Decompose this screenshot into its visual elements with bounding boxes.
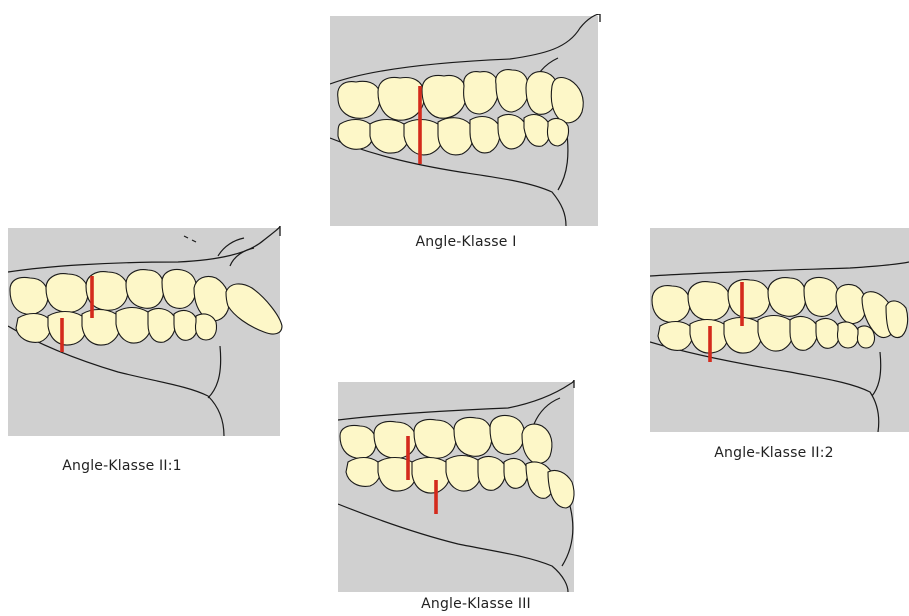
caption-class-2-1: Angle-Klasse II:1 [62, 458, 181, 474]
caption-class-3: Angle-Klasse III [421, 596, 531, 612]
class-1-illustration [330, 14, 602, 226]
caption-class-1: Angle-Klasse I [415, 234, 516, 250]
caption-class-2-2: Angle-Klasse II:2 [714, 445, 833, 461]
figure-class-2-2 [650, 226, 909, 432]
figure-class-3 [338, 380, 602, 592]
class-3-illustration [338, 380, 602, 592]
figure-class-1 [330, 14, 602, 226]
class-2-1-illustration [8, 226, 286, 436]
class-2-2-illustration [650, 226, 909, 432]
figure-class-2-1 [8, 226, 286, 436]
